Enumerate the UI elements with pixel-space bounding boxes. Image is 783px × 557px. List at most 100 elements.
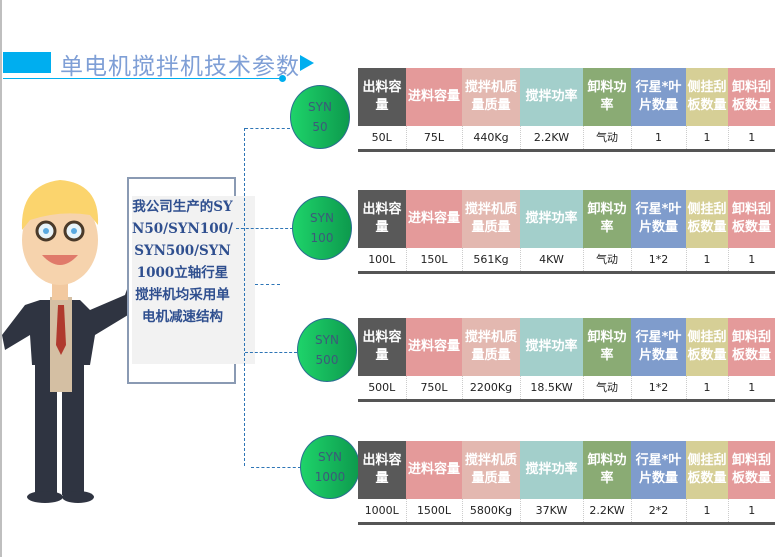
table-cell: 1 — [727, 499, 775, 525]
table-cell: 5800Kg — [461, 499, 520, 525]
presenter-illustration — [2, 180, 135, 503]
model-badge-syn1000: SYN 1000 — [300, 435, 360, 499]
model-name: SYN — [310, 211, 334, 225]
table-cell: 2.2KW — [519, 126, 583, 152]
table-cell: 2.2KW — [582, 499, 631, 525]
column-header: 行星*叶片数量 — [631, 190, 686, 248]
table-cell: 150L — [405, 248, 462, 274]
connector-syn500 — [245, 352, 297, 353]
column-header: 出料容量 — [358, 68, 406, 126]
column-header: 进料容量 — [406, 441, 462, 499]
table-cell: 2200Kg — [461, 376, 520, 402]
column-header: 出料容量 — [358, 441, 406, 499]
column-header: 搅拌功率 — [520, 441, 583, 499]
model-size: 50 — [312, 120, 328, 134]
connector-syn50 — [245, 128, 290, 129]
column-header: 卸料刮板数量 — [728, 318, 775, 376]
column-header: 出料容量 — [358, 190, 406, 248]
table-cell: 75L — [405, 126, 462, 152]
column-header: 侧挂刮板数量 — [686, 441, 728, 499]
table-cell: 1500L — [405, 499, 462, 525]
model-name: SYN — [315, 333, 339, 347]
table-cell: 561Kg — [461, 248, 520, 274]
spec-table-syn100: 出料容量进料容量搅拌机质量质量搅拌功率卸料功率行星*叶片数量侧挂刮板数量卸料刮板… — [358, 190, 775, 274]
table-cell: 1 — [727, 376, 775, 402]
column-header: 卸料刮板数量 — [728, 190, 775, 248]
header-row: 出料容量进料容量搅拌机质量质量搅拌功率卸料功率行星*叶片数量侧挂刮板数量卸料刮板… — [358, 441, 775, 499]
table-cell: 50L — [358, 126, 406, 152]
header-row: 出料容量进料容量搅拌机质量质量搅拌功率卸料功率行星*叶片数量侧挂刮板数量卸料刮板… — [358, 318, 775, 376]
column-header: 搅拌功率 — [520, 318, 583, 376]
table-cell: 37KW — [519, 499, 583, 525]
left-border — [0, 0, 2, 557]
column-header: 侧挂刮板数量 — [686, 190, 728, 248]
table-cell: 1 — [727, 126, 775, 152]
table-cell: 2*2 — [630, 499, 686, 525]
column-header: 搅拌机质量质量 — [462, 318, 520, 376]
table-cell: 1 — [685, 126, 728, 152]
column-header: 搅拌机质量质量 — [462, 190, 520, 248]
column-header: 行星*叶片数量 — [631, 318, 686, 376]
table-cell: 500L — [358, 376, 406, 402]
header-row: 出料容量进料容量搅拌机质量质量搅拌功率卸料功率行星*叶片数量侧挂刮板数量卸料刮板… — [358, 190, 775, 248]
column-header: 侧挂刮板数量 — [686, 318, 728, 376]
title-underline — [3, 78, 285, 79]
model-name: SYN — [318, 450, 342, 464]
column-header: 卸料功率 — [583, 68, 631, 126]
column-header: 搅拌机质量质量 — [462, 68, 520, 126]
column-header: 卸料功率 — [583, 318, 631, 376]
triangle-arrow-icon — [300, 55, 314, 71]
table-cell: 气动 — [582, 248, 631, 274]
model-name: SYN — [308, 100, 332, 114]
column-header: 搅拌功率 — [520, 190, 583, 248]
table-cell: 18.5KW — [519, 376, 583, 402]
column-header: 卸料功率 — [583, 190, 631, 248]
table-cell: 气动 — [582, 126, 631, 152]
header-row: 出料容量进料容量搅拌机质量质量搅拌功率卸料功率行星*叶片数量侧挂刮板数量卸料刮板… — [358, 68, 775, 126]
column-header: 卸料刮板数量 — [728, 441, 775, 499]
description-text: 我公司生产的SYN50/SYN100/SYN500/SYN1000立轴行星搅拌机… — [132, 199, 233, 325]
title-accent-bar — [3, 52, 51, 73]
spec-table-syn50: 出料容量进料容量搅拌机质量质量搅拌功率卸料功率行星*叶片数量侧挂刮板数量卸料刮板… — [358, 68, 775, 152]
model-size: 500 — [315, 353, 339, 367]
column-header: 搅拌功率 — [520, 68, 583, 126]
connector-syn100 — [236, 228, 293, 229]
model-badge-syn50: SYN 50 — [290, 85, 350, 149]
model-badge-syn100: SYN 100 — [292, 196, 352, 260]
column-header: 侧挂刮板数量 — [686, 68, 728, 126]
model-badge-syn500: SYN 500 — [297, 318, 357, 382]
table-cell: 1 — [630, 126, 686, 152]
column-header: 进料容量 — [406, 68, 462, 126]
column-header: 进料容量 — [406, 190, 462, 248]
column-header: 出料容量 — [358, 318, 406, 376]
table-cell: 4KW — [519, 248, 583, 274]
table-cell: 750L — [405, 376, 462, 402]
table-cell: 1 — [685, 376, 728, 402]
column-header: 卸料功率 — [583, 441, 631, 499]
spec-table-syn1000: 出料容量进料容量搅拌机质量质量搅拌功率卸料功率行星*叶片数量侧挂刮板数量卸料刮板… — [358, 441, 775, 525]
table-cell: 1 — [685, 248, 728, 274]
connector-vertical — [244, 128, 245, 466]
table-cell: 1*2 — [630, 248, 686, 274]
column-header: 行星*叶片数量 — [631, 441, 686, 499]
connector-syn1000 — [251, 467, 301, 468]
title-dot — [279, 75, 286, 82]
spec-table-syn500: 出料容量进料容量搅拌机质量质量搅拌功率卸料功率行星*叶片数量侧挂刮板数量卸料刮板… — [358, 318, 775, 402]
page-title: 单电机搅拌机技术参数 — [60, 54, 300, 80]
column-header: 搅拌机质量质量 — [462, 441, 520, 499]
model-size: 1000 — [314, 470, 346, 484]
table-cell: 1 — [685, 499, 728, 525]
table-cell: 气动 — [582, 376, 631, 402]
table-cell: 1*2 — [630, 376, 686, 402]
table-cell: 1000L — [358, 499, 406, 525]
table-cell: 440Kg — [461, 126, 520, 152]
column-header: 卸料刮板数量 — [728, 68, 775, 126]
table-cell: 1 — [727, 248, 775, 274]
model-size: 100 — [310, 231, 334, 245]
column-header: 进料容量 — [406, 318, 462, 376]
connector-mid — [255, 284, 280, 285]
